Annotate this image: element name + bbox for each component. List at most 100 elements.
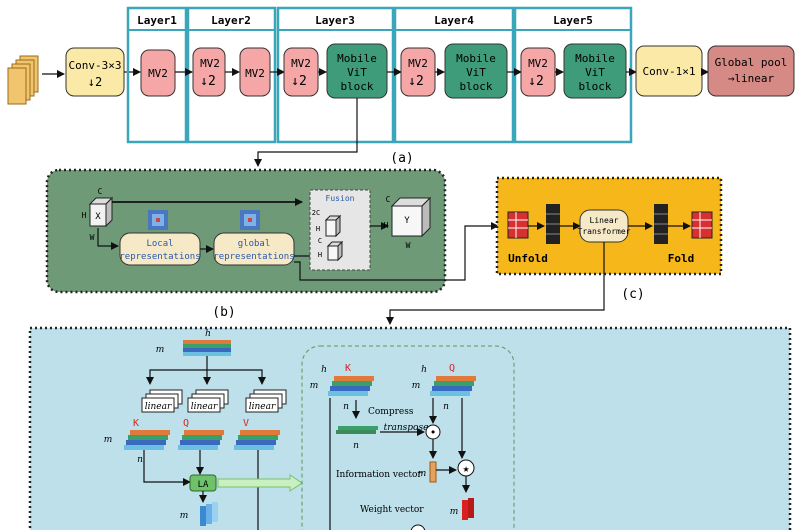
global-pool-block bbox=[707, 45, 795, 97]
compressed-token-icon bbox=[336, 426, 378, 434]
patch-grid-icon bbox=[507, 211, 529, 239]
v-label: V bbox=[243, 418, 249, 429]
dim-m-label: m bbox=[156, 345, 165, 355]
dim-n-label: n bbox=[443, 402, 449, 412]
dim-m-label: m bbox=[418, 469, 427, 479]
mv2-label: MV2 bbox=[528, 57, 548, 70]
global-pool-label: Global pool bbox=[715, 56, 788, 69]
mobilevit-block bbox=[444, 43, 508, 99]
linear-label: linear bbox=[249, 402, 276, 412]
mobilevit-label: Mobile bbox=[337, 52, 377, 65]
dim-h-label: h bbox=[421, 365, 427, 375]
layer4-title: Layer4 bbox=[434, 14, 474, 27]
local-grid-icon bbox=[148, 210, 168, 230]
dim-m-label: m bbox=[310, 381, 319, 391]
mv2-stride: ↓2 bbox=[408, 74, 424, 89]
fusion-h-label: H bbox=[318, 251, 322, 259]
mv2-label: MV2 bbox=[200, 57, 220, 70]
conv1x1-label: Conv-1×1 bbox=[643, 65, 696, 78]
fusion-label: Fusion bbox=[326, 194, 355, 203]
cube-c-label: C bbox=[98, 187, 103, 196]
cube-w-label: W bbox=[406, 241, 411, 250]
cube-x-label: X bbox=[95, 212, 101, 222]
dim-m-label: m bbox=[104, 435, 113, 445]
linear-transformer-label: Transformer bbox=[578, 227, 631, 236]
caption-a: (a) bbox=[390, 151, 413, 166]
mobilevit-label: Mobile bbox=[456, 52, 496, 65]
linear-attention-detail-panel bbox=[301, 345, 515, 530]
linear-block-q bbox=[187, 389, 229, 413]
k-token-stack-icon bbox=[328, 376, 374, 396]
linear-transformer-label: Linear bbox=[590, 216, 619, 225]
information-vector-label: Information vector bbox=[336, 470, 422, 480]
q-label: Q bbox=[449, 363, 455, 374]
weight-vector-icon bbox=[462, 498, 474, 520]
dim-h-label: h bbox=[205, 329, 211, 339]
dot-product-symbol: • bbox=[430, 426, 437, 439]
cube-c-label: C bbox=[386, 195, 391, 204]
mobilevit-block bbox=[563, 43, 627, 99]
mv2-label: MV2 bbox=[245, 67, 265, 80]
la-output-bars-icon bbox=[200, 502, 218, 526]
local-rep-label: Local bbox=[146, 239, 173, 249]
panel-d bbox=[28, 326, 792, 530]
dim-m-label: m bbox=[180, 511, 189, 521]
global-grid-icon bbox=[240, 210, 260, 230]
conv3x3-stride: ↓2 bbox=[88, 75, 102, 89]
part-b: X C H W Local representations global rep… bbox=[45, 168, 499, 320]
arrow bbox=[386, 242, 605, 325]
mobilevit-label: ViT bbox=[347, 66, 367, 79]
linear-label: linear bbox=[145, 402, 172, 412]
caption-c: (c) bbox=[621, 287, 644, 302]
q-token-stack-icon bbox=[178, 430, 224, 450]
caption-b: (b) bbox=[212, 305, 235, 320]
cube-h-label: H bbox=[82, 211, 87, 220]
local-rep-label: representations bbox=[119, 252, 200, 262]
v-token-stack-icon bbox=[234, 430, 280, 450]
global-representations-block bbox=[213, 232, 295, 266]
k-token-stack-icon bbox=[124, 430, 170, 450]
linear-block-v bbox=[245, 389, 287, 413]
token-stack-icon bbox=[546, 204, 560, 244]
global-rep-label: representations bbox=[213, 252, 294, 262]
input-image-stack-icon bbox=[7, 55, 39, 105]
dim-n-label: n bbox=[137, 455, 143, 465]
part-d: h m linear linear linear bbox=[28, 326, 792, 530]
mv2-stride: ↓2 bbox=[200, 74, 216, 89]
mobilevit-label: ViT bbox=[466, 66, 486, 79]
cube-h-label: H bbox=[384, 221, 389, 230]
part-a: Conv-3×3 ↓2 Layer1 Layer2 Layer3 Layer4 … bbox=[7, 6, 795, 167]
fusion-cube-icon bbox=[324, 214, 344, 262]
cube-x-icon bbox=[88, 196, 114, 228]
q-label: Q bbox=[183, 418, 189, 429]
weight-vector-label: Weight vector bbox=[360, 505, 424, 515]
q-token-stack-icon bbox=[430, 376, 476, 396]
unfold-label: Unfold bbox=[508, 252, 548, 265]
mobilevit-label: Mobile bbox=[575, 52, 615, 65]
mv2-label: MV2 bbox=[408, 57, 428, 70]
mv2-block bbox=[140, 49, 176, 97]
linear-transformer-block bbox=[579, 209, 629, 243]
linear-block-k bbox=[141, 389, 183, 413]
dim-h-label: h bbox=[321, 365, 327, 375]
k-label: K bbox=[133, 418, 139, 429]
elementwise-product-symbol: ★ bbox=[463, 462, 470, 475]
cube-y-icon bbox=[390, 196, 432, 238]
mv2-label: MV2 bbox=[291, 57, 311, 70]
patch-grid-icon bbox=[691, 211, 713, 239]
dim-n-label: n bbox=[353, 441, 359, 451]
mobilevit-label: block bbox=[340, 80, 373, 93]
mv2-label: MV2 bbox=[148, 67, 168, 80]
conv3x3-label: Conv-3×3 bbox=[69, 59, 122, 72]
dim-m-label: m bbox=[412, 381, 421, 391]
fold-label: Fold bbox=[668, 252, 695, 265]
fusion-h-label: H bbox=[316, 225, 320, 233]
layer2-title: Layer2 bbox=[211, 14, 251, 27]
panel-b bbox=[45, 168, 447, 294]
global-pool-label: →linear bbox=[728, 72, 775, 85]
global-rep-label: global bbox=[238, 239, 271, 249]
linear-label: linear bbox=[191, 402, 218, 412]
k-label: K bbox=[345, 363, 351, 374]
compress-label: Compress bbox=[368, 407, 414, 417]
